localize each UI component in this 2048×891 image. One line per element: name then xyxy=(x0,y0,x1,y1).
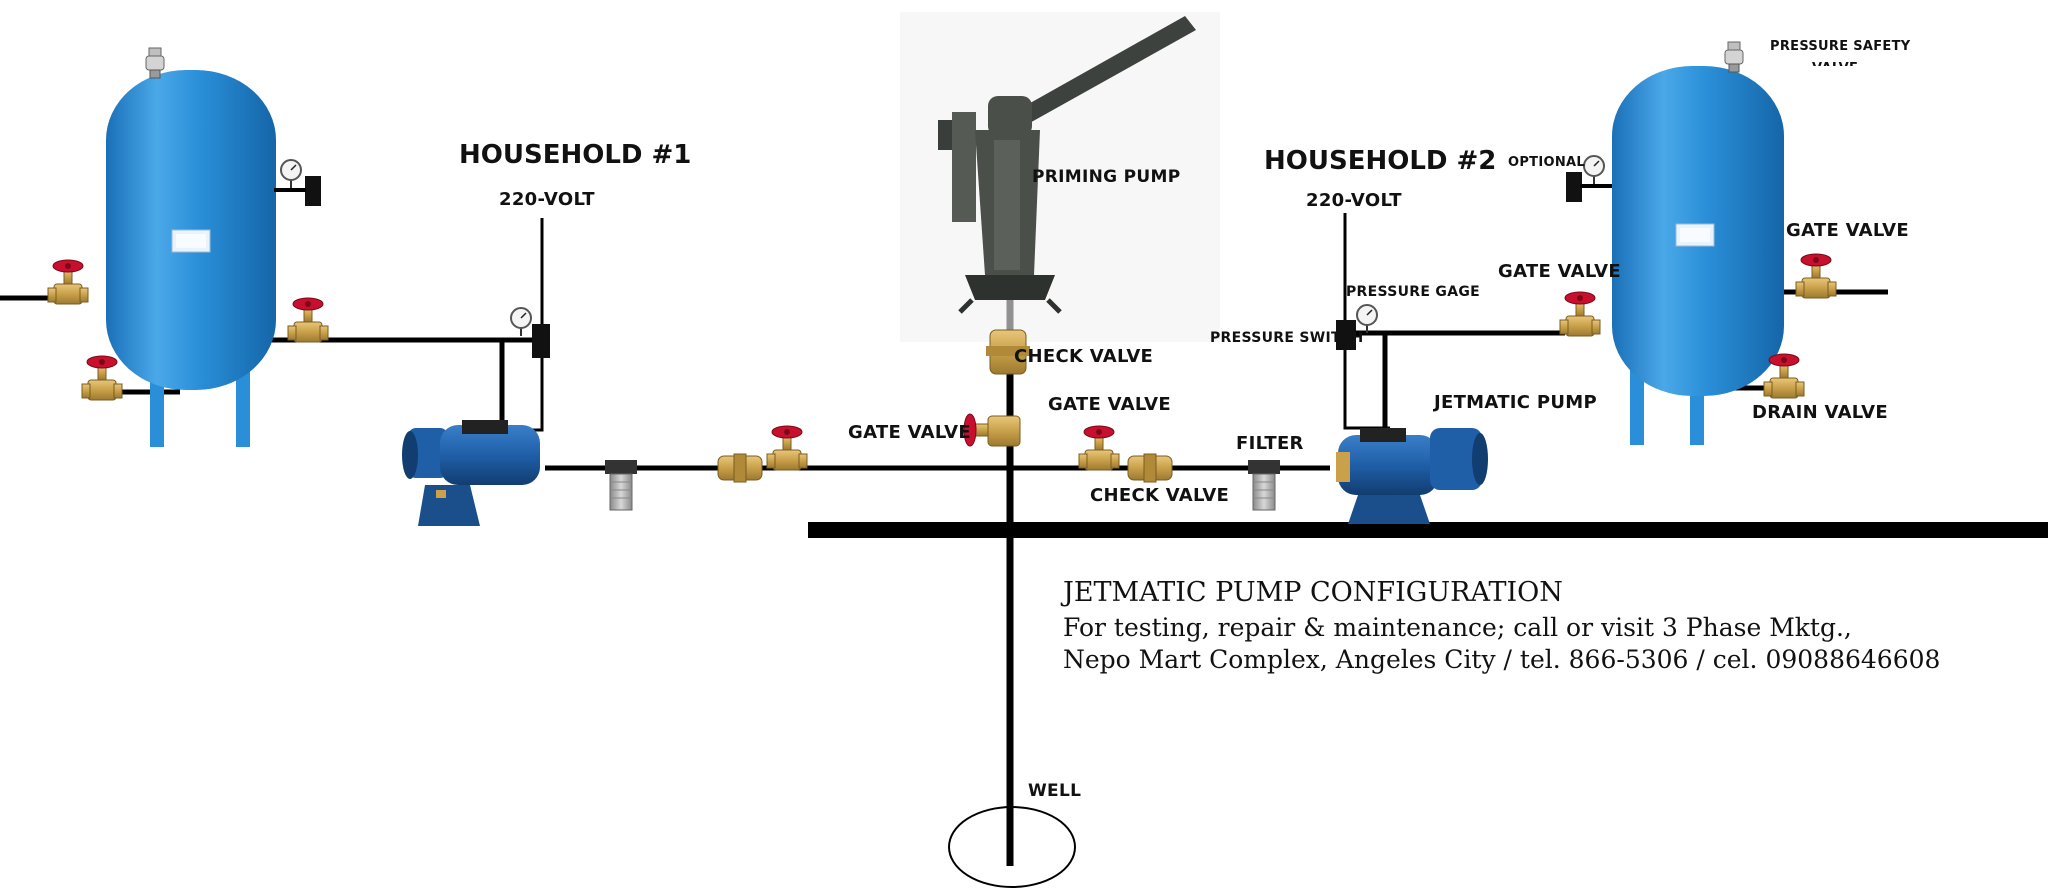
pressure-gauge-icon xyxy=(510,307,532,337)
priming-pump-label: PRIMING PUMP xyxy=(1032,167,1180,187)
ground-line xyxy=(808,522,2048,538)
household-1-volt-label: 220-VOLT xyxy=(499,189,595,210)
pressure-gauge-icon xyxy=(280,159,302,189)
pressure-gage-label: PRESSURE GAGE xyxy=(1346,284,1480,300)
gate-valve-icon xyxy=(1559,291,1601,337)
check-valve-icon xyxy=(986,329,1030,375)
pressure-safety-valve-label: PRESSURE SAFETY xyxy=(1770,39,1911,54)
filter-icon xyxy=(604,459,638,511)
caption-line-2: Nepo Mart Complex, Angeles City / tel. 8… xyxy=(1063,645,1940,674)
household-2-volt-label: 220-VOLT xyxy=(1306,190,1402,211)
gate-valve-icon xyxy=(1763,353,1805,399)
filter-icon xyxy=(1247,459,1281,511)
household-2-label: HOUSEHOLD #2 xyxy=(1264,146,1496,176)
check-valve-icon xyxy=(717,453,763,483)
well-icon xyxy=(948,806,1076,888)
jet-pump-icon xyxy=(1336,428,1488,524)
pressure-tank-icon xyxy=(1612,66,1784,445)
gate-valve-center-right-label: GATE VALVE xyxy=(1048,394,1171,415)
pressure-tank-icon xyxy=(106,70,276,447)
pressure-switch-icon xyxy=(1566,172,1582,202)
gate-valve-icon xyxy=(81,355,123,401)
gate-valve-center-left-label: GATE VALVE xyxy=(848,422,971,443)
hand-pump-icon xyxy=(900,12,1220,342)
check-valve-lower-label: CHECK VALVE xyxy=(1090,485,1229,506)
optional-label: OPTIONAL xyxy=(1508,155,1585,170)
jet-pump-icon xyxy=(402,420,540,526)
pressure-gauge-icon xyxy=(1583,155,1605,185)
caption-line-1: For testing, repair & maintenance; call … xyxy=(1063,613,1852,642)
pressure-switch-icon xyxy=(1336,320,1356,350)
pressure-switch-icon xyxy=(532,324,550,358)
pressure-switch-icon xyxy=(305,176,321,206)
drain-valve-label: DRAIN VALVE xyxy=(1752,402,1888,423)
well-label: WELL xyxy=(1028,781,1081,801)
gate-valve-icon xyxy=(963,413,1021,447)
gate-valve-icon xyxy=(1795,253,1837,299)
check-valve-icon xyxy=(1127,453,1173,483)
gate-valve-icon xyxy=(766,425,808,471)
gate-valve-right-tank-left-label: GATE VALVE xyxy=(1498,261,1621,282)
gate-valve-icon xyxy=(47,259,89,305)
pressure-gauge-icon xyxy=(1356,304,1378,334)
gate-valve-right-tank-right-label: GATE VALVE xyxy=(1786,220,1909,241)
gate-valve-icon xyxy=(287,297,329,343)
pressure-safety-valve-icon xyxy=(1724,41,1744,73)
pressure-safety-valve-label-cut: VALVE xyxy=(1812,61,1858,76)
caption-title: JETMATIC PUMP CONFIGURATION xyxy=(1060,577,1563,608)
household-1-label: HOUSEHOLD #1 xyxy=(459,140,691,170)
filter-label: FILTER xyxy=(1236,433,1304,454)
check-valve-upper-label: CHECK VALVE xyxy=(1014,346,1153,367)
pressure-switch-label: PRESSURE SWITCH xyxy=(1210,330,1364,346)
gate-valve-icon xyxy=(1078,425,1120,471)
jetmatic-pump-label: JETMATIC PUMP xyxy=(1432,392,1597,413)
